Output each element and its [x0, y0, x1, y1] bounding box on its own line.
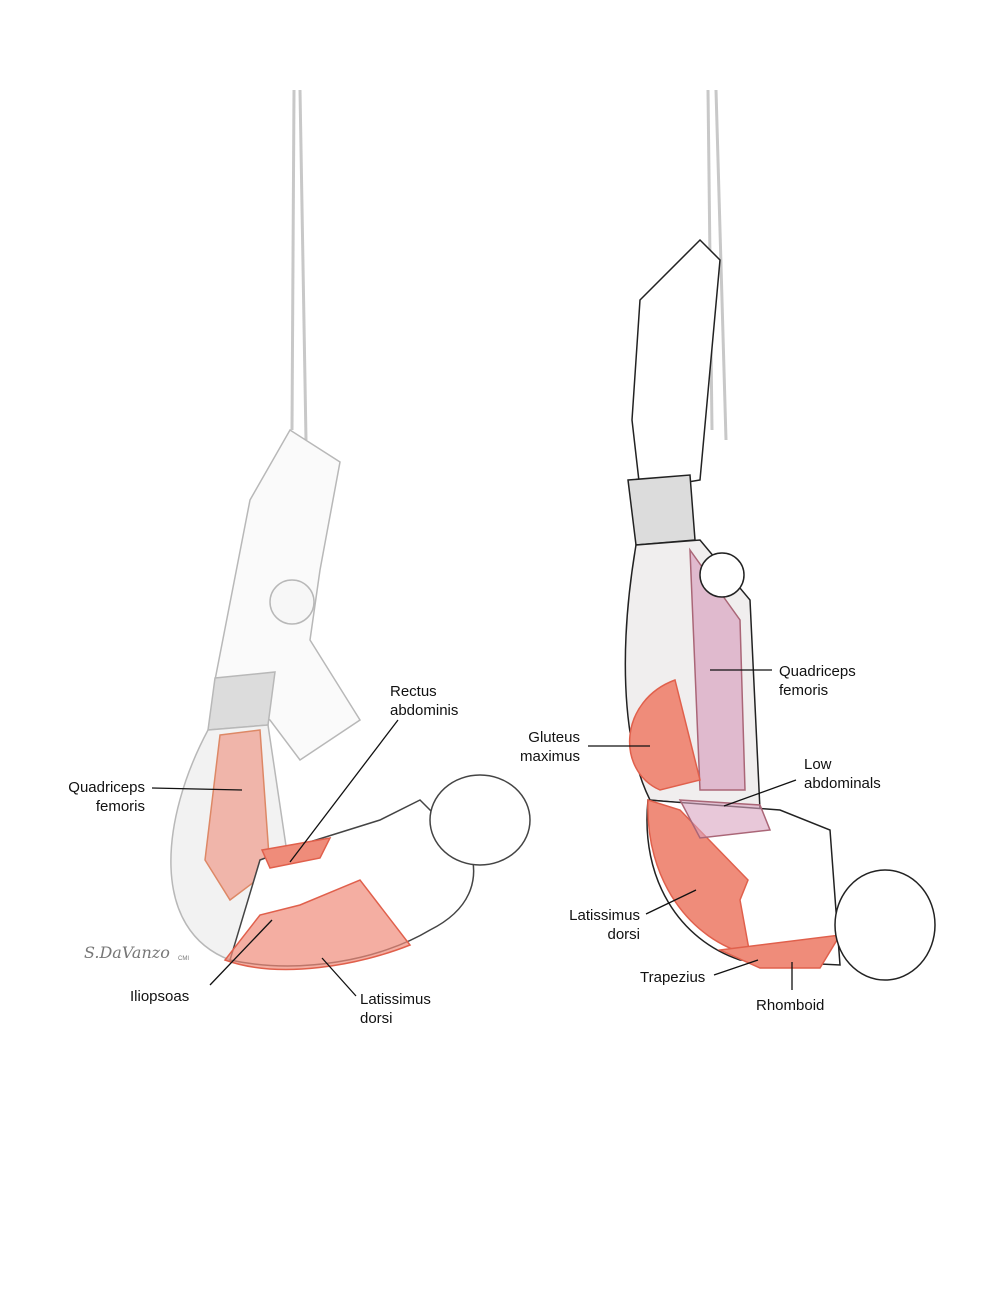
quadriceps-muscle	[204, 729, 271, 902]
gluteus-muscle	[628, 679, 701, 791]
label-latissimus-dorsi-left: Latissimus dorsi	[360, 991, 431, 1027]
latissimus-muscle	[647, 798, 751, 957]
low-abdominals-muscle	[678, 799, 772, 839]
label-rhomboid: Rhomboid	[756, 997, 825, 1014]
leader-lines	[151, 669, 797, 997]
label-quadriceps-femoris-left: Quadriceps femoris	[68, 779, 145, 815]
latissimus-muscle	[223, 879, 412, 971]
artist-signature: S.DaVanzo	[84, 943, 170, 962]
label-rectus-abdominis: Rectus abdominis	[390, 683, 459, 719]
legs	[631, 238, 721, 491]
hands	[269, 579, 315, 625]
artist-credential: CMI	[178, 956, 189, 962]
right-figure	[624, 89, 936, 981]
label-iliopsoas: Iliopsoas	[130, 988, 190, 1005]
left-figure	[170, 89, 531, 971]
rectus-muscle	[260, 837, 332, 869]
head	[834, 869, 936, 981]
label-trapezius: Trapezius	[640, 969, 706, 986]
label-quadriceps-femoris-right: Quadriceps femoris	[779, 663, 856, 699]
head	[429, 774, 531, 866]
shorts	[207, 671, 276, 731]
shorts	[627, 474, 696, 546]
label-latissimus-dorsi-right: Latissimus dorsi	[569, 907, 640, 943]
label-gluteus-maximus: Gluteus maximus	[519, 729, 580, 765]
hands	[699, 552, 745, 598]
trapezius-muscle	[717, 934, 842, 969]
rope-icon	[290, 89, 308, 441]
label-low-abdominals: Low abdominals	[804, 756, 881, 792]
